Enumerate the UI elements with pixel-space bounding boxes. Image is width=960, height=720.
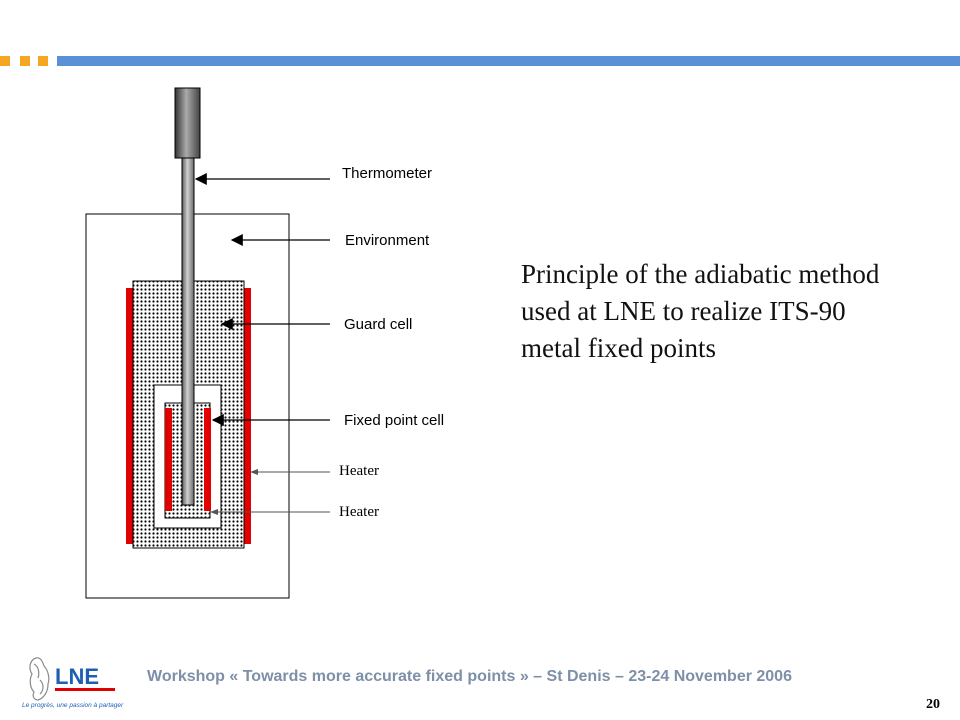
- accent-square: [20, 56, 30, 66]
- inner-heater-left: [165, 408, 172, 511]
- inner-heater-right: [204, 408, 211, 511]
- label-thermometer: Thermometer: [342, 165, 433, 182]
- accent-square: [0, 56, 10, 66]
- thermometer-head: [174, 87, 201, 159]
- accent-line: [57, 56, 960, 66]
- logo-text: LNE: [55, 664, 99, 689]
- footer-workshop-text: Workshop « Towards more accurate fixed p…: [147, 668, 792, 685]
- lne-logo: LNE Le progrès, une passion à partager: [22, 657, 124, 709]
- page-number: 20: [926, 697, 940, 712]
- label-environment: Environment: [345, 232, 430, 249]
- label-heater-outer: Heater: [339, 463, 379, 479]
- label-fixed-point-cell: Fixed point cell: [344, 412, 445, 429]
- logo-figure-icon: [29, 657, 50, 701]
- accent-square: [38, 56, 48, 66]
- logo-tagline: Le progrès, une passion à partager: [22, 702, 124, 709]
- outer-heater-right: [244, 288, 251, 544]
- thermometer-tube: [181, 149, 195, 506]
- slide-caption: Principle of the adiabatic method used a…: [521, 259, 880, 363]
- label-heater-inner: Heater: [339, 504, 379, 520]
- outer-heater-left: [126, 288, 133, 544]
- label-guard-cell: Guard cell: [344, 316, 413, 333]
- logo-underline: [55, 688, 115, 691]
- top-accent-bar: [0, 56, 960, 66]
